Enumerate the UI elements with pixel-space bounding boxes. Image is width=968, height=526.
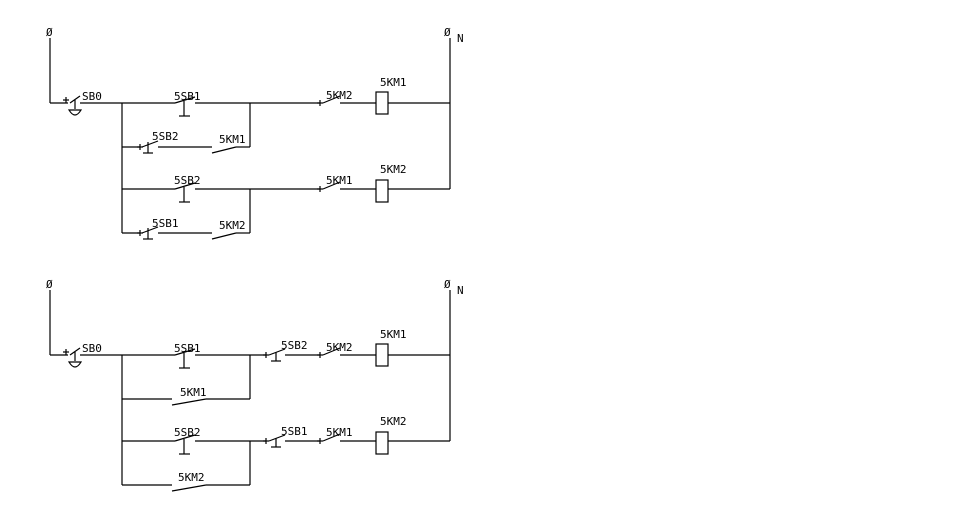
- button-interlock-reverse: 5SB1: [263, 425, 308, 448]
- interlock-contact-forward-label: 5KM2: [326, 341, 353, 354]
- coil-reverse: 5KM2: [375, 163, 407, 203]
- start-button-reverse-label: 5SB2: [174, 174, 201, 187]
- neutral-terminal-symbol: Ø: [444, 278, 451, 291]
- stop-button-sb0: SB0: [63, 90, 122, 116]
- neutral-terminal-label: N: [457, 284, 464, 297]
- coil-forward-label: 5KM1: [380, 328, 407, 341]
- stop-button-sb0: SB0: [63, 342, 122, 368]
- interlock-contact-reverse: 5KM1: [317, 426, 376, 444]
- neutral-terminal-symbol: Ø: [444, 26, 451, 39]
- button-interlock-forward: 5SB2: [263, 339, 308, 362]
- interlock-contact-reverse-label: 5KM1: [326, 174, 353, 187]
- interlock-contact-reverse: 5KM1: [317, 174, 376, 192]
- coil-reverse: 5KM2: [375, 415, 407, 455]
- button-interlock-row2: 5SB1: [137, 217, 179, 240]
- neutral-terminal-label: N: [457, 32, 464, 45]
- stop-button-label: SB0: [82, 90, 102, 103]
- interlock-contact-reverse-label: 5KM1: [326, 426, 353, 439]
- start-button-reverse: 5SB2: [174, 426, 201, 455]
- interlock-contact-forward-label: 5KM2: [326, 89, 353, 102]
- interlock-contact-forward: 5KM2: [317, 89, 376, 106]
- phase-terminal-symbol: Ø: [46, 278, 53, 291]
- coil-reverse-label: 5KM2: [380, 163, 407, 176]
- stop-button-label: SB0: [82, 342, 102, 355]
- button-interlock-forward-label: 5SB2: [281, 339, 308, 352]
- start-button-forward-label: 5SB1: [174, 342, 201, 355]
- start-button-reverse: 5SB2: [174, 174, 201, 203]
- interlock-contact-forward: 5KM2: [317, 341, 376, 358]
- start-button-forward: 5SB1: [174, 342, 201, 369]
- hold-contact-forward-label: 5KM1: [180, 386, 207, 399]
- hold-contact-reverse-label: 5KM2: [178, 471, 205, 484]
- start-button-forward: 5SB1: [174, 90, 201, 117]
- button-interlock-row2-label: 5SB1: [152, 217, 179, 230]
- diagram-1: Ø SB0 5SB1 5KM2: [46, 26, 464, 240]
- hold-contact-forward: 5KM1: [211, 133, 246, 154]
- diagram-2: Ø SB0 5SB1 5SB2: [46, 278, 464, 492]
- start-button-forward-label: 5SB1: [174, 90, 201, 103]
- button-interlock-row1-label: 5SB2: [152, 130, 179, 143]
- coil-reverse-label: 5KM2: [380, 415, 407, 428]
- hold-contact-forward: 5KM1: [171, 386, 207, 406]
- start-button-reverse-label: 5SB2: [174, 426, 201, 439]
- phase-terminal-symbol: Ø: [46, 26, 53, 39]
- coil-forward: 5KM1: [375, 328, 407, 367]
- button-interlock-reverse-label: 5SB1: [281, 425, 308, 438]
- hold-contact-reverse: 5KM2: [211, 219, 246, 240]
- button-interlock-row1: 5SB2: [137, 130, 179, 154]
- coil-forward: 5KM1: [375, 76, 407, 115]
- coil-forward-label: 5KM1: [380, 76, 407, 89]
- hold-contact-reverse-label: 5KM2: [219, 219, 246, 232]
- hold-contact-forward-label: 5KM1: [219, 133, 246, 146]
- hold-contact-reverse: 5KM2: [171, 471, 207, 492]
